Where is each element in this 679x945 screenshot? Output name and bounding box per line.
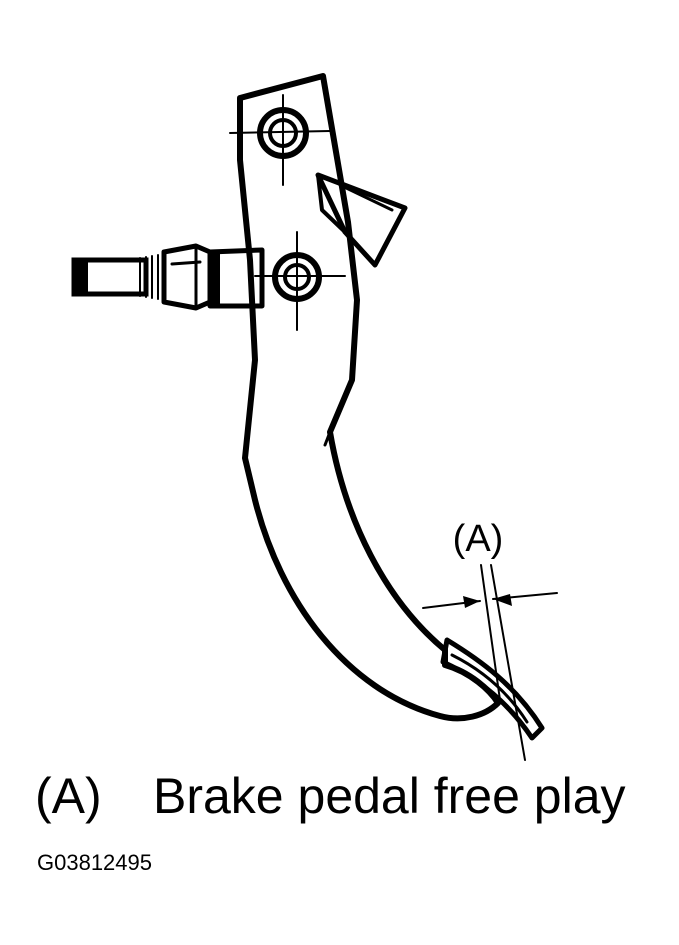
pivot-bolt: [229, 94, 331, 186]
clevis-pin: [254, 231, 346, 331]
pedal-arm-edge: [323, 430, 332, 447]
figure-id: G03812495: [37, 850, 152, 875]
dimension-arrows: [422, 592, 558, 609]
foot-pad: [440, 637, 545, 741]
arrow-right-icon: [463, 596, 480, 608]
caption-key: (A): [35, 768, 102, 824]
figure-caption: (A) Brake pedal free play: [35, 766, 626, 826]
push-rod: [71, 243, 265, 311]
caption-text: Brake pedal free play: [153, 768, 626, 824]
stop-bracket: [315, 172, 408, 268]
callout-label: (A): [453, 518, 504, 560]
pedal-arm: [237, 73, 501, 722]
free-play-lines: [480, 564, 526, 761]
arrow-left-icon: [493, 594, 512, 606]
